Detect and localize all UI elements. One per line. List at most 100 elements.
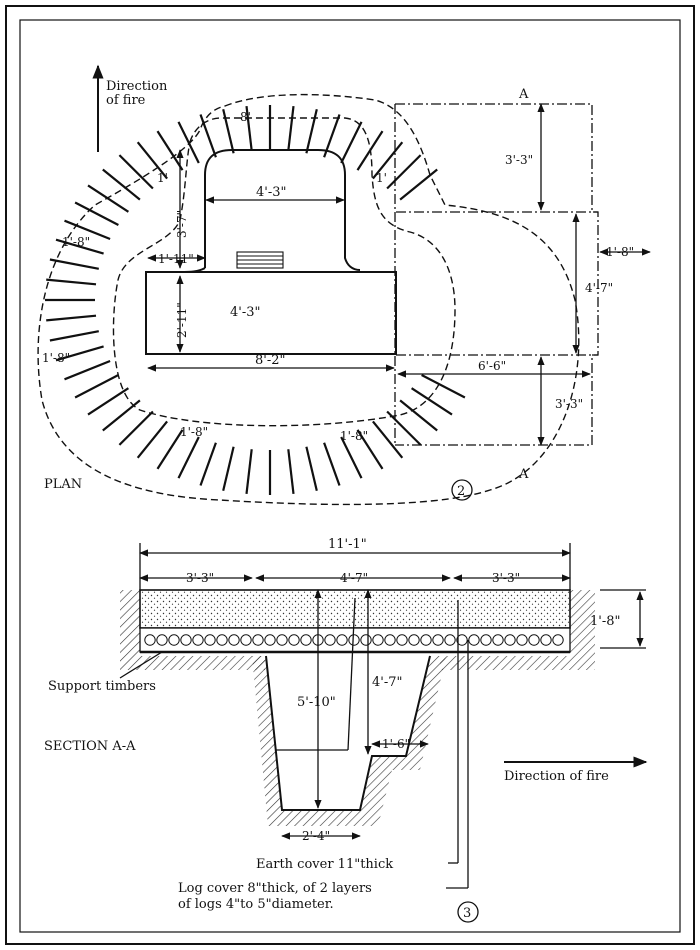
log <box>240 634 252 646</box>
log <box>288 634 300 646</box>
plan-figure-number: 2 <box>457 484 465 499</box>
spoil-stroke <box>356 130 384 171</box>
inner-border <box>19 19 681 933</box>
steps <box>236 251 284 269</box>
spoil-stroke <box>102 399 141 432</box>
spoil-hatching <box>45 105 466 495</box>
log <box>336 634 348 646</box>
spoil-stroke <box>74 374 119 399</box>
spoil-stroke <box>410 387 453 416</box>
spoil-stroke <box>399 168 438 201</box>
dim-label-overall: 11'-1" <box>328 537 367 552</box>
log <box>300 634 312 646</box>
dim-label-top-parapet: 8' <box>240 110 251 124</box>
spoil-stroke <box>287 105 295 151</box>
dim-label-left-one: 1' <box>157 171 168 185</box>
dim-label-1-11: 1'-11" <box>158 252 194 266</box>
log <box>420 634 432 646</box>
dim-label-3-7: 3'-7" <box>175 210 189 238</box>
log <box>456 634 468 646</box>
log <box>492 634 504 646</box>
parapet-inner-outline <box>112 117 456 427</box>
spoil-stroke <box>87 387 130 416</box>
dim-label-left-1-8: 1'-8" <box>62 235 90 249</box>
log <box>384 634 396 646</box>
spoil-stroke <box>372 420 404 459</box>
spoil-stroke <box>156 130 184 171</box>
dim-label-cover-1-8: 1'-8" <box>590 614 621 629</box>
spoil-stroke <box>372 141 404 180</box>
log <box>324 634 336 646</box>
log-cover-label-2: of logs 4"to 5"diameter. <box>178 897 334 912</box>
trench-outline <box>204 149 361 271</box>
dim-label-center-4-3: 4'-3" <box>230 305 261 320</box>
dim-label-left-3-3: 3'-3" <box>186 571 214 585</box>
firing-step-riser <box>347 597 356 751</box>
spoil-stroke <box>49 258 100 270</box>
dim-label-bottom-right-1-8: 1'-8" <box>340 429 368 443</box>
log <box>468 634 480 646</box>
dim-label-5-10: 5'-10" <box>297 695 336 710</box>
spoil-stroke <box>340 121 363 164</box>
spoil-stroke <box>199 442 217 486</box>
spoil-stroke <box>305 109 318 154</box>
parapet-outer-outline <box>37 93 580 506</box>
log <box>276 634 288 646</box>
log <box>228 634 240 646</box>
ground-right <box>440 590 595 670</box>
spoil-stroke <box>245 105 253 151</box>
dim-label-right-1-8: 1'-8" <box>606 245 634 259</box>
dim-label-4-7-depth: 4'-7" <box>372 675 403 690</box>
spoil-stroke <box>46 278 97 286</box>
spoil-stroke <box>49 330 100 342</box>
outer-border <box>5 5 695 945</box>
support-timbers-label: Support timbers <box>48 679 156 694</box>
log <box>528 634 540 646</box>
spoil-stroke <box>340 436 363 479</box>
ground-left <box>120 590 265 670</box>
spoil-stroke <box>421 374 466 399</box>
trench-section-outline <box>265 655 431 811</box>
dim-label-left-lower-1-8: 1'-8" <box>42 351 70 365</box>
spoil-stroke <box>305 446 318 491</box>
log <box>264 634 276 646</box>
dim-label-2-4: 2'-4" <box>302 829 330 843</box>
dim-label-8-2: 8'-2" <box>255 353 286 368</box>
log <box>504 634 516 646</box>
earth-cover-label: Earth cover 11"thick <box>256 857 393 872</box>
spoil-stroke <box>222 109 235 154</box>
log <box>216 634 228 646</box>
dim-label-bottom-left-1-8: 1'-8" <box>180 425 208 439</box>
spoil-stroke <box>199 114 217 158</box>
plan-figure-circle <box>451 479 473 501</box>
spoil-stroke <box>64 359 111 381</box>
log <box>144 634 156 646</box>
spoil-stroke <box>245 449 253 495</box>
plan-direction-label-2: of fire <box>106 93 146 108</box>
log <box>408 634 420 646</box>
log <box>540 634 552 646</box>
spoil-stroke <box>55 345 104 362</box>
spoil-stroke <box>136 141 168 180</box>
shelter-outline <box>145 271 397 355</box>
dim-label-1-6: 1'-6" <box>382 737 410 751</box>
spoil-stroke <box>46 314 97 322</box>
section-mark-bottom: A <box>518 467 529 482</box>
log <box>432 634 444 646</box>
log <box>252 634 264 646</box>
dim-label-right-3-3: 3'-3" <box>492 571 520 585</box>
logs <box>144 634 564 646</box>
spoil-stroke <box>74 201 119 226</box>
section-direction-label: Direction of fire <box>504 769 609 784</box>
dim-label-4-3-top: 4'-3" <box>256 185 287 200</box>
spoil-stroke <box>399 399 438 432</box>
section-mark-top: A <box>518 87 529 102</box>
dim-label-right-3-3-bottom: 3'-3" <box>555 397 583 411</box>
log <box>204 634 216 646</box>
spoil-stroke <box>177 121 200 164</box>
support-timbers-leader <box>119 651 163 679</box>
dim-label-2-11: 2'-11" <box>175 302 189 338</box>
spoil-stroke <box>177 436 200 479</box>
plan-title: PLAN <box>44 477 82 492</box>
